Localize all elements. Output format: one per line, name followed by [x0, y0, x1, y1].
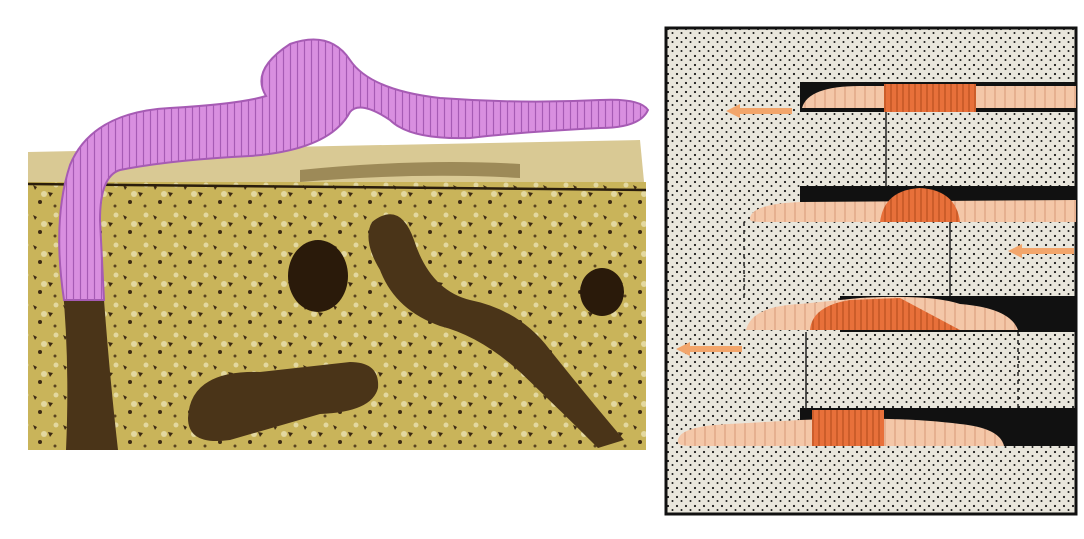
clitellum-band — [884, 84, 976, 112]
clitellum-band — [812, 410, 884, 446]
right-panel-locomotion — [666, 28, 1076, 514]
left-panel-soil-scene — [28, 40, 648, 450]
burrow-hole — [580, 268, 624, 316]
burrow-hole — [288, 240, 348, 312]
